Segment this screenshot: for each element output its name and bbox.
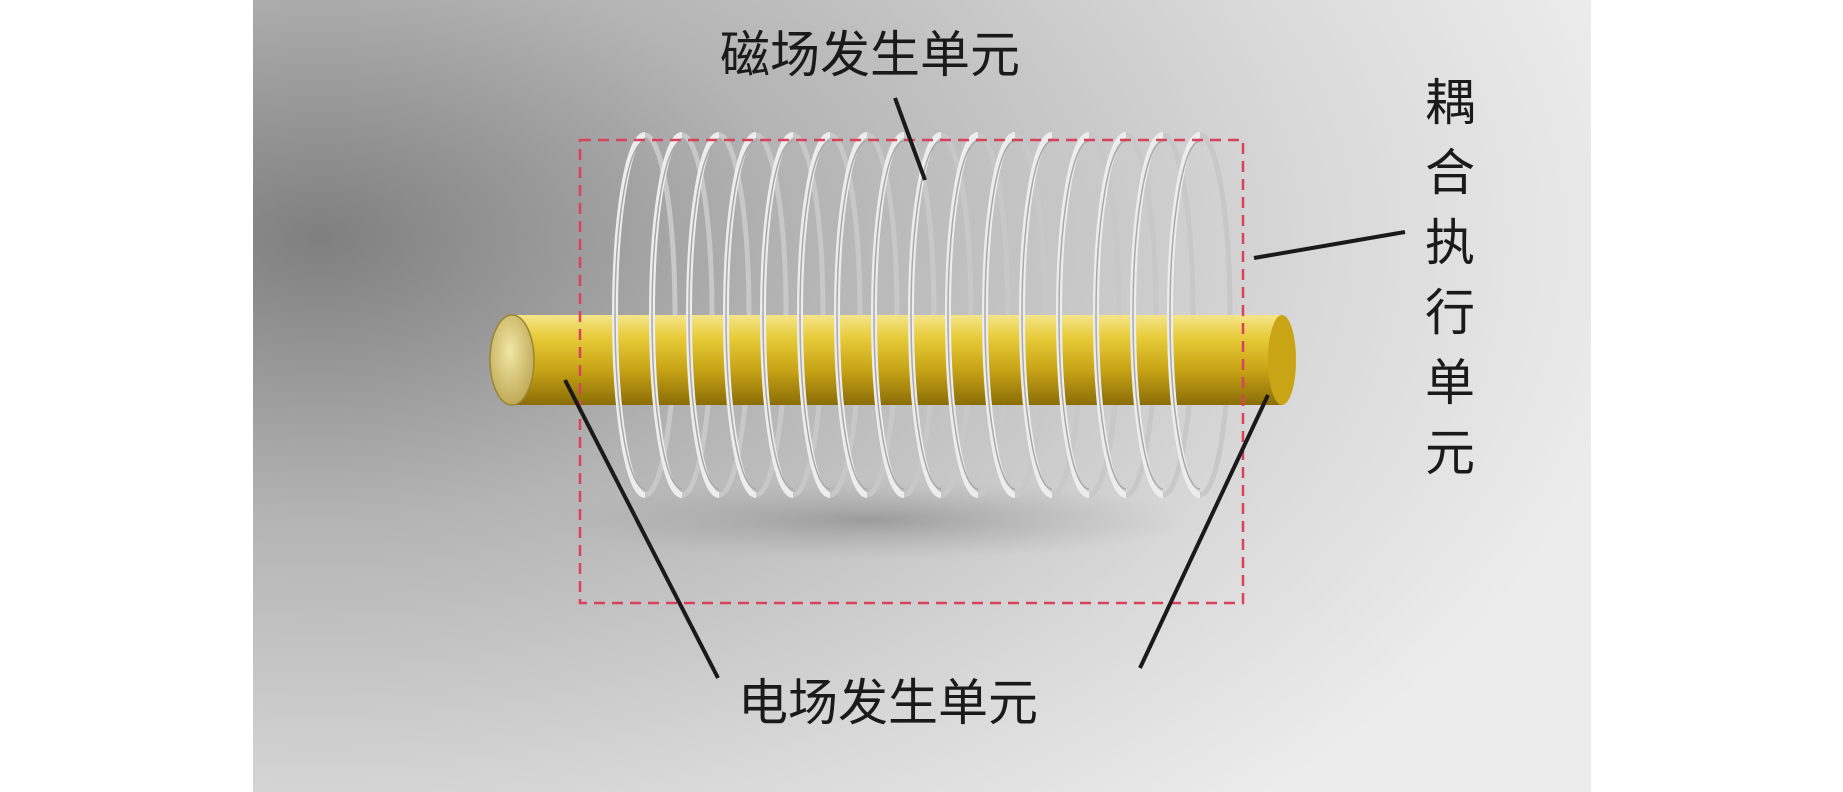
coil-turn-shade	[910, 140, 942, 490]
electric-leader-line-left	[563, 379, 720, 679]
coupling-char-5: 单	[1425, 354, 1475, 412]
electric-leader-line-right	[1138, 394, 1270, 669]
electric-field-rod	[489, 314, 1296, 406]
coil-turn-shade	[947, 140, 979, 490]
coil-turn-shade	[651, 140, 683, 490]
coil-turn-shade	[836, 140, 868, 490]
coupling-char-2: 合	[1425, 144, 1475, 202]
coupling-unit-label: 耦 合 执 行 单 元	[1425, 74, 1475, 482]
coupling-char-3: 执	[1425, 214, 1475, 272]
coupling-char-4: 行	[1425, 284, 1475, 342]
coil-turn-shade	[762, 140, 794, 490]
coupling-char-1: 耦	[1425, 74, 1475, 132]
coil-turn-shade	[688, 140, 720, 490]
magnetic-unit-label: 磁场发生单元	[720, 26, 1020, 84]
coil-turn-shade	[1095, 140, 1127, 490]
coil-turn-shade	[1132, 140, 1164, 490]
rod-end-face	[489, 314, 535, 406]
coil-turn-shade	[614, 140, 646, 490]
coil-turn-shade	[1169, 140, 1201, 490]
magnetic-leader-line	[893, 97, 927, 181]
coil-front-turns	[612, 132, 1201, 498]
coil-turn-shade	[1021, 140, 1053, 490]
electric-unit-label: 电场发生单元	[738, 674, 1038, 732]
coil-turn-shade	[799, 140, 831, 490]
coupling-char-6: 元	[1425, 424, 1475, 482]
coil-turn-shade	[1058, 140, 1090, 490]
coil-turn-shade	[873, 140, 905, 490]
coil-turn-shade	[984, 140, 1016, 490]
coil-shadow	[550, 480, 1190, 560]
coil-turn-shade	[725, 140, 757, 490]
coupling-leader-line	[1253, 230, 1406, 260]
